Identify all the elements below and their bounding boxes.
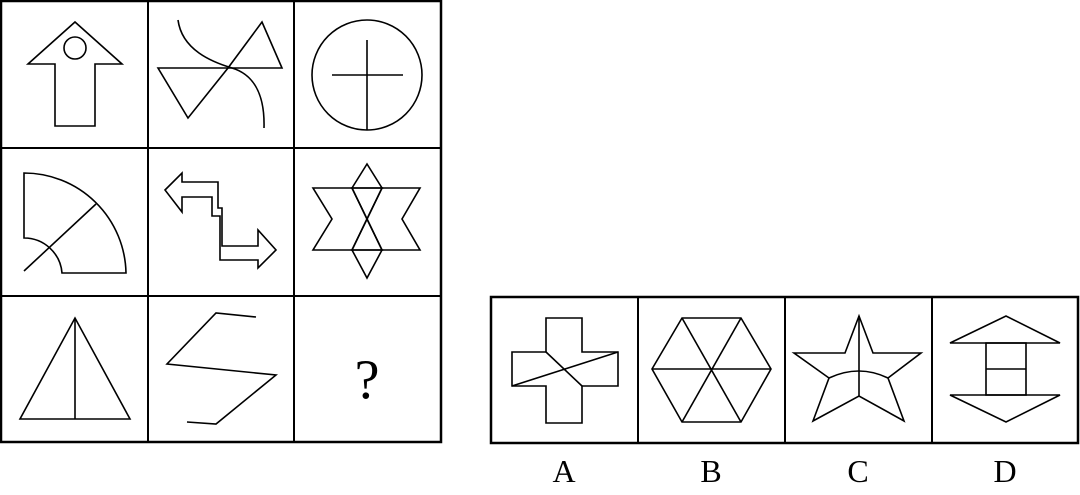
- option-d-double-arrow-column[interactable]: [949, 315, 1061, 423]
- grid-cell-3-circle-with-cross: [311, 19, 423, 131]
- options-row: [489, 295, 1080, 445]
- grid-cell-7-triangle-with-median: [18, 316, 132, 420]
- grid-cell-6-star-of-diamonds: [311, 162, 422, 280]
- option-a-cross-with-diagonal[interactable]: [511, 317, 619, 424]
- grid-cell-1-up-arrow-with-circle: [25, 20, 125, 127]
- grid-cell-8-zigzag: [165, 312, 279, 425]
- question-mark: ?: [355, 349, 380, 411]
- option-b-hexagon[interactable]: [651, 317, 772, 423]
- option-label-b: B: [700, 453, 721, 489]
- grid-cell-4-sector-with-line: [23, 172, 127, 274]
- option-c-star[interactable]: [791, 313, 924, 423]
- option-label-c: C: [847, 453, 868, 489]
- grid-cell-5-stepped-double-arrow: [163, 171, 278, 270]
- option-label-a: A: [552, 453, 575, 489]
- question-grid: [0, 0, 443, 444]
- option-label-d: D: [993, 453, 1016, 489]
- option-labels: A B C D: [552, 453, 1016, 489]
- grid-cell-2-bowtie-with-curve: [156, 19, 284, 129]
